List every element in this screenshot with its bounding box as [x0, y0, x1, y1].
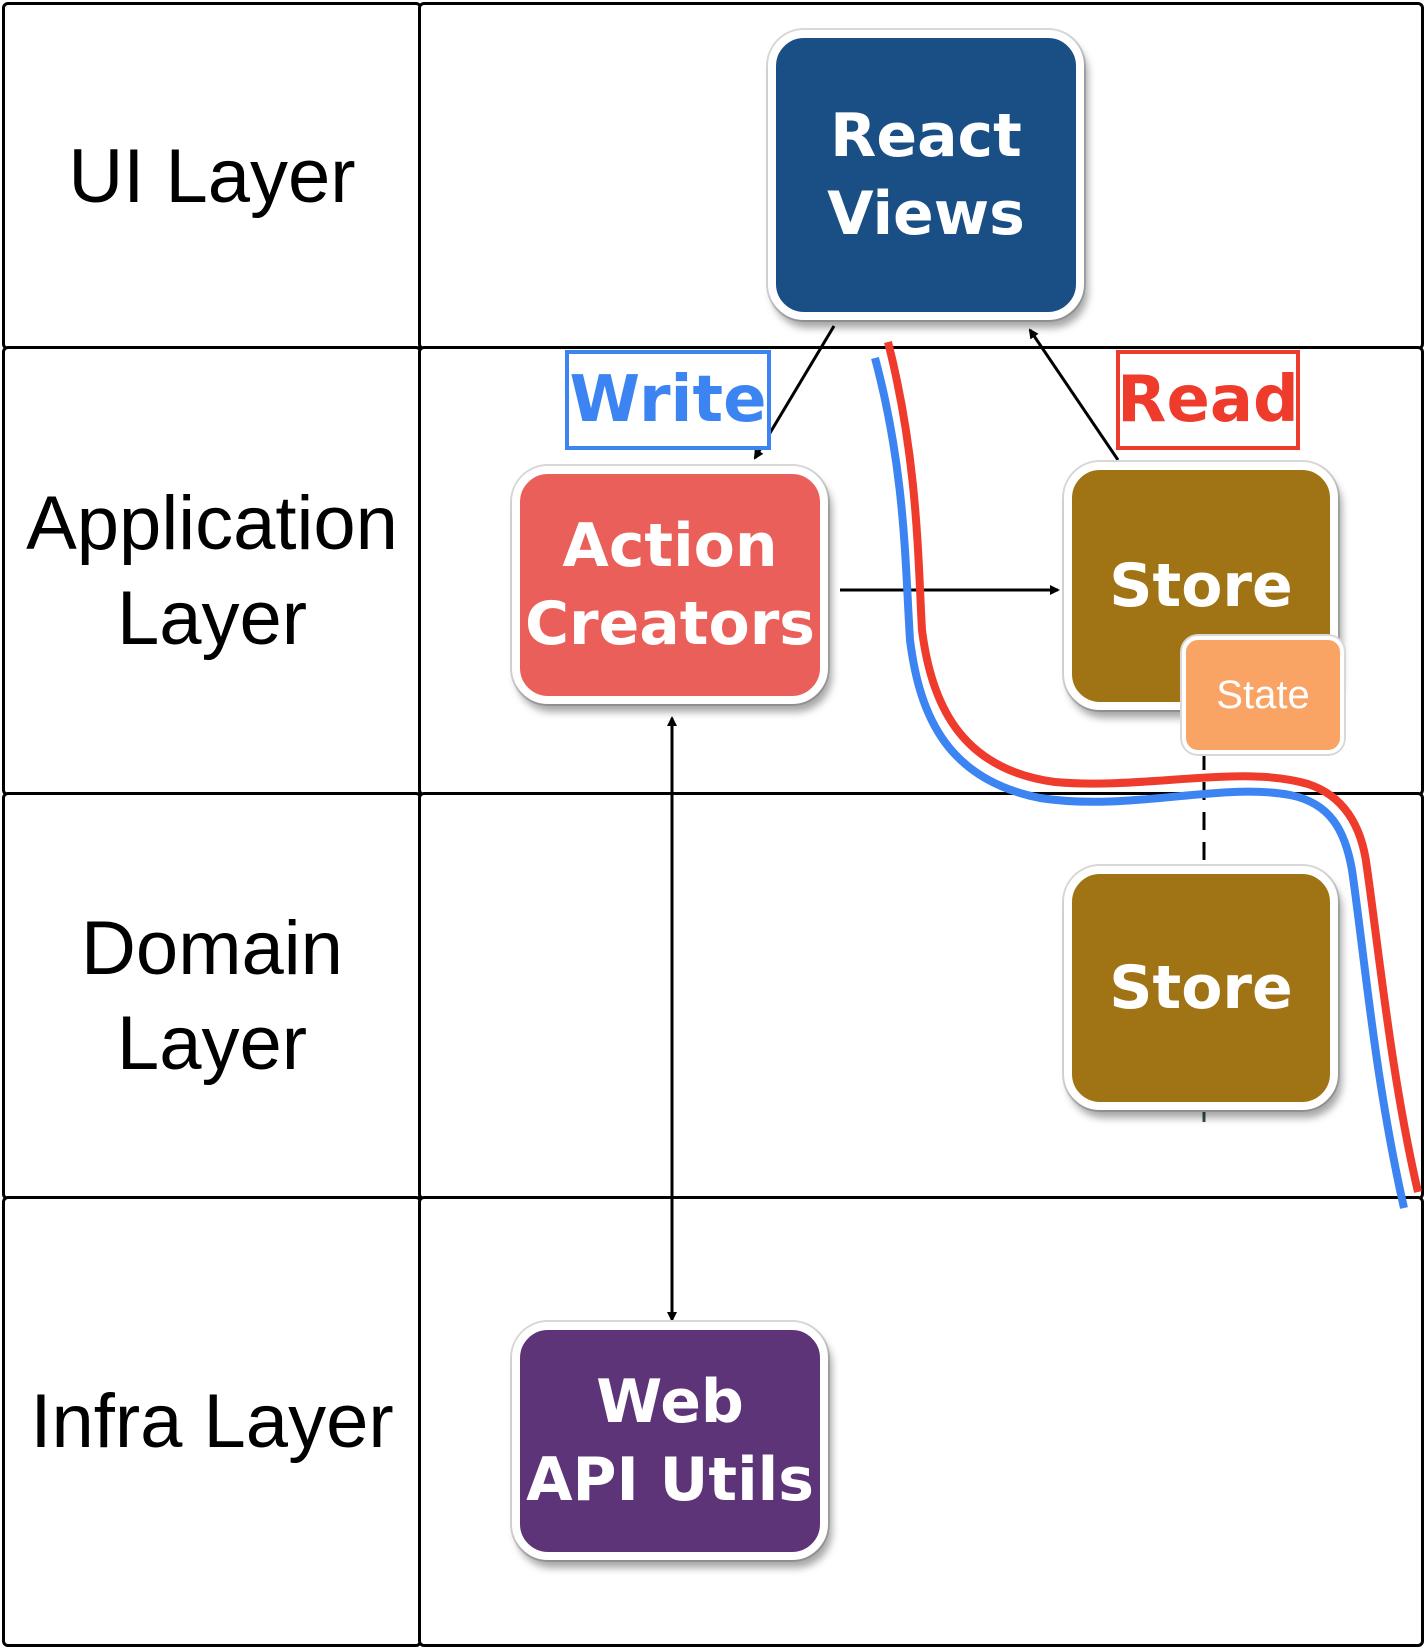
write-tag: Write: [565, 350, 771, 450]
layer-label-cell-infra: [2, 1196, 422, 1647]
store-domain-node[interactable]: Store: [1064, 866, 1338, 1110]
layer-label-domain: Domain Layer: [81, 906, 343, 1086]
layer-label-cell-domain: [2, 792, 422, 1200]
react-views-node[interactable]: React Views: [768, 30, 1084, 320]
layer-label-application: Application Layer: [26, 481, 398, 661]
state-box[interactable]: State: [1182, 636, 1344, 754]
layer-label-cell-ui: [2, 2, 422, 350]
layer-label-ui: UI Layer: [68, 133, 356, 219]
layer-label-infra: Infra Layer: [30, 1379, 394, 1464]
read-tag: Read: [1116, 350, 1300, 450]
web-api-utils-node[interactable]: Web API Utils: [512, 1322, 828, 1560]
action-creators-node[interactable]: Action Creators: [512, 466, 828, 704]
